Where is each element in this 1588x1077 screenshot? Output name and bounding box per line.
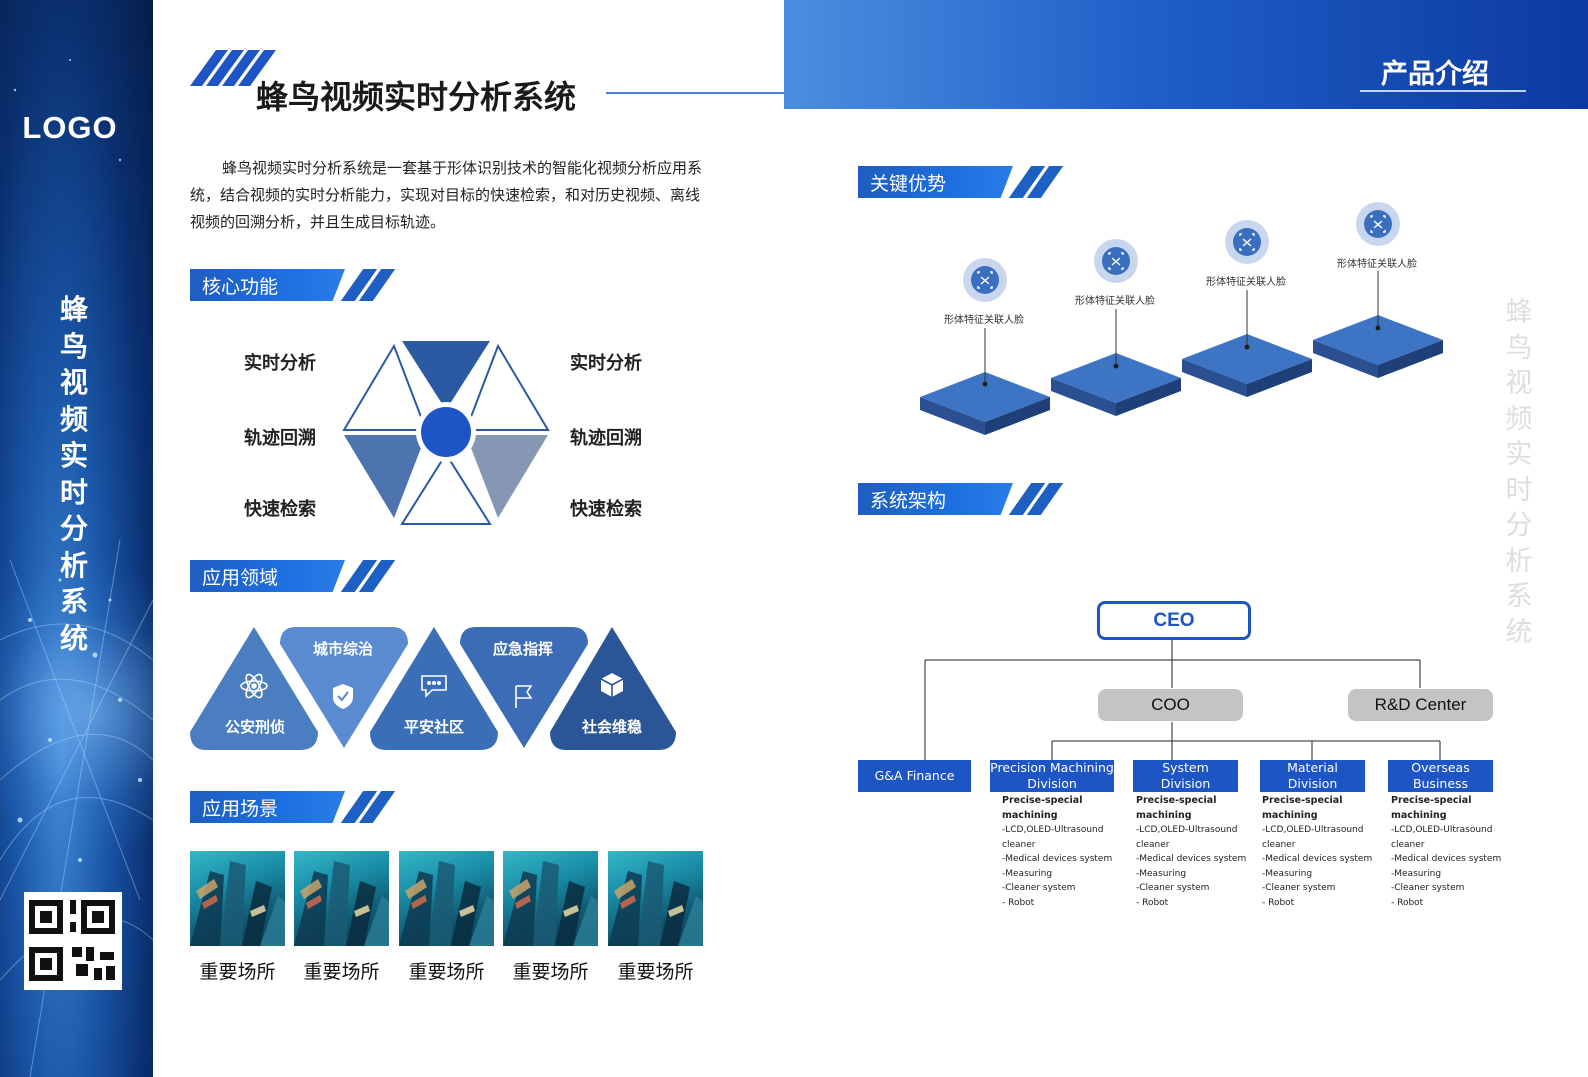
division-2-line2: Division — [1160, 776, 1211, 791]
field-label-3: 平安社区 — [403, 718, 464, 736]
segment-top-right — [464, 343, 550, 431]
org-node-rd-center: R&D Center — [1348, 689, 1493, 721]
org-node-division-4: Overseas Business Division — [1388, 760, 1493, 807]
scene-photo-4 — [503, 851, 598, 946]
advantages-steps-diagram — [920, 202, 1443, 435]
scene-label-2: 重要场所 — [303, 961, 380, 983]
division-1-line1: Precision Machining — [990, 760, 1114, 775]
function-label-left-2: 轨迹回溯 — [244, 428, 316, 449]
intro-paragraph: 蜂鸟视频实时分析系统是一套基于形体识别技术的智能化视频分析应用系统，结合视频的实… — [190, 159, 703, 231]
field-triangle-3 — [370, 627, 498, 750]
function-label-left-1: 实时分析 — [244, 353, 316, 374]
advantage-label-1: 形体特征关联人脸 — [944, 315, 1024, 326]
vertical-watermark-title: 蜂鸟视频实时分析系统 — [1505, 297, 1533, 648]
network-lines-decoration — [0, 59, 153, 1077]
section-header-advantages: 关键优势 — [858, 166, 1064, 198]
shield-check-icon — [333, 684, 353, 709]
org-node-finance: G&A Finance — [858, 760, 971, 792]
step-block-4 — [1313, 315, 1443, 378]
segment-bottom — [400, 452, 492, 525]
function-label-left-3: 快速检索 — [244, 499, 316, 520]
function-label-right-3: 快速检索 — [570, 499, 642, 520]
chat-bubble-icon — [421, 675, 447, 698]
org-node-division-1: Precision Machining Division — [990, 760, 1114, 792]
scene-label-5: 重要场所 — [617, 961, 694, 983]
step-block-3 — [1182, 334, 1312, 397]
page-title: 蜂鸟视频实时分析系统 — [256, 78, 577, 116]
org-chart-connectors — [924, 636, 1441, 760]
section-title-core: 核心功能 — [202, 276, 279, 298]
field-label-5: 社会维稳 — [581, 718, 642, 736]
division-4-line1: Overseas — [1411, 760, 1470, 775]
field-label-2: 城市综治 — [312, 640, 373, 658]
title-rule — [606, 92, 784, 94]
face-scan-icon — [1094, 239, 1138, 283]
core-function-hexagon-diagram — [342, 341, 550, 525]
advantage-label-4: 形体特征关联人脸 — [1337, 259, 1417, 270]
division-3-line1: Material — [1287, 760, 1338, 775]
scene-photo-3 — [399, 851, 494, 946]
division-detail-4: Precise-special machining -LCD,OLED-Ultr… — [1391, 795, 1502, 908]
scene-photo-2 — [294, 851, 389, 946]
org-node-division-3: Material Division — [1260, 760, 1365, 792]
section-header-architecture: 系统架构 — [858, 483, 1064, 515]
face-scan-icon — [1225, 220, 1269, 264]
segment-bottom-left — [344, 435, 426, 518]
section-header-scenes: 应用场景 — [190, 791, 396, 823]
sidebar: LOGO 蜂鸟视频实时分析系统 — [0, 0, 153, 1077]
field-label-4: 应急指挥 — [492, 640, 553, 658]
division-1-line2: Division — [1027, 776, 1077, 791]
flag-icon — [515, 685, 533, 708]
step-block-1 — [920, 372, 1050, 435]
banner-underline — [1360, 90, 1526, 92]
division-detail-1: Precise-special machining -LCD,OLED-Ultr… — [1002, 795, 1113, 908]
application-fields-diagram — [190, 627, 676, 750]
section-title-architecture: 系统架构 — [870, 490, 947, 512]
division-4-line2: Business Division — [1412, 776, 1469, 807]
section-title-advantages: 关键优势 — [870, 173, 947, 195]
step-block-2 — [1051, 353, 1181, 416]
title-stripes-decoration — [190, 50, 276, 86]
section-header-application: 应用领域 — [190, 560, 396, 592]
org-node-ceo: CEO — [1097, 601, 1251, 640]
division-detail-2: Precise-special machining -LCD,OLED-Ultr… — [1136, 795, 1247, 908]
segment-top — [402, 341, 490, 410]
banner-title: 产品介绍 — [1381, 59, 1489, 90]
atom-icon — [240, 673, 268, 699]
division-2-line1: System — [1162, 760, 1209, 775]
cube-icon — [600, 673, 624, 697]
advantage-label-3: 形体特征关联人脸 — [1206, 277, 1286, 288]
field-triangle-4 — [460, 627, 588, 748]
scene-photo-5 — [608, 851, 703, 946]
division-3-line2: Division — [1287, 776, 1338, 791]
advantage-label-2: 形体特征关联人脸 — [1075, 296, 1155, 307]
scene-label-1: 重要场所 — [199, 961, 276, 983]
scene-label-4: 重要场所 — [512, 961, 589, 983]
qr-code — [24, 892, 126, 994]
face-scan-icon — [1356, 202, 1400, 246]
division-detail-3: Precise-special machining -LCD,OLED-Ultr… — [1262, 795, 1373, 908]
scene-label-3: 重要场所 — [408, 961, 485, 983]
segment-top-left — [342, 343, 428, 431]
org-node-division-2: System Division — [1133, 760, 1238, 792]
scene-photo-1 — [190, 851, 285, 946]
section-title-scenes: 应用场景 — [202, 798, 279, 820]
segment-bottom-right — [466, 435, 548, 518]
sidebar-glow — [0, 560, 153, 860]
sidebar-vertical-title: 蜂鸟视频实时分析系统 — [59, 293, 88, 655]
logo: LOGO — [22, 110, 118, 145]
function-label-right-2: 轨迹回溯 — [570, 428, 642, 449]
field-label-1: 公安刑侦 — [224, 718, 285, 736]
section-header-core: 核心功能 — [190, 269, 396, 301]
org-node-coo: COO — [1098, 689, 1243, 721]
section-title-application: 应用领域 — [202, 567, 279, 589]
face-scan-icon — [963, 258, 1007, 302]
function-label-right-1: 实时分析 — [570, 353, 642, 374]
